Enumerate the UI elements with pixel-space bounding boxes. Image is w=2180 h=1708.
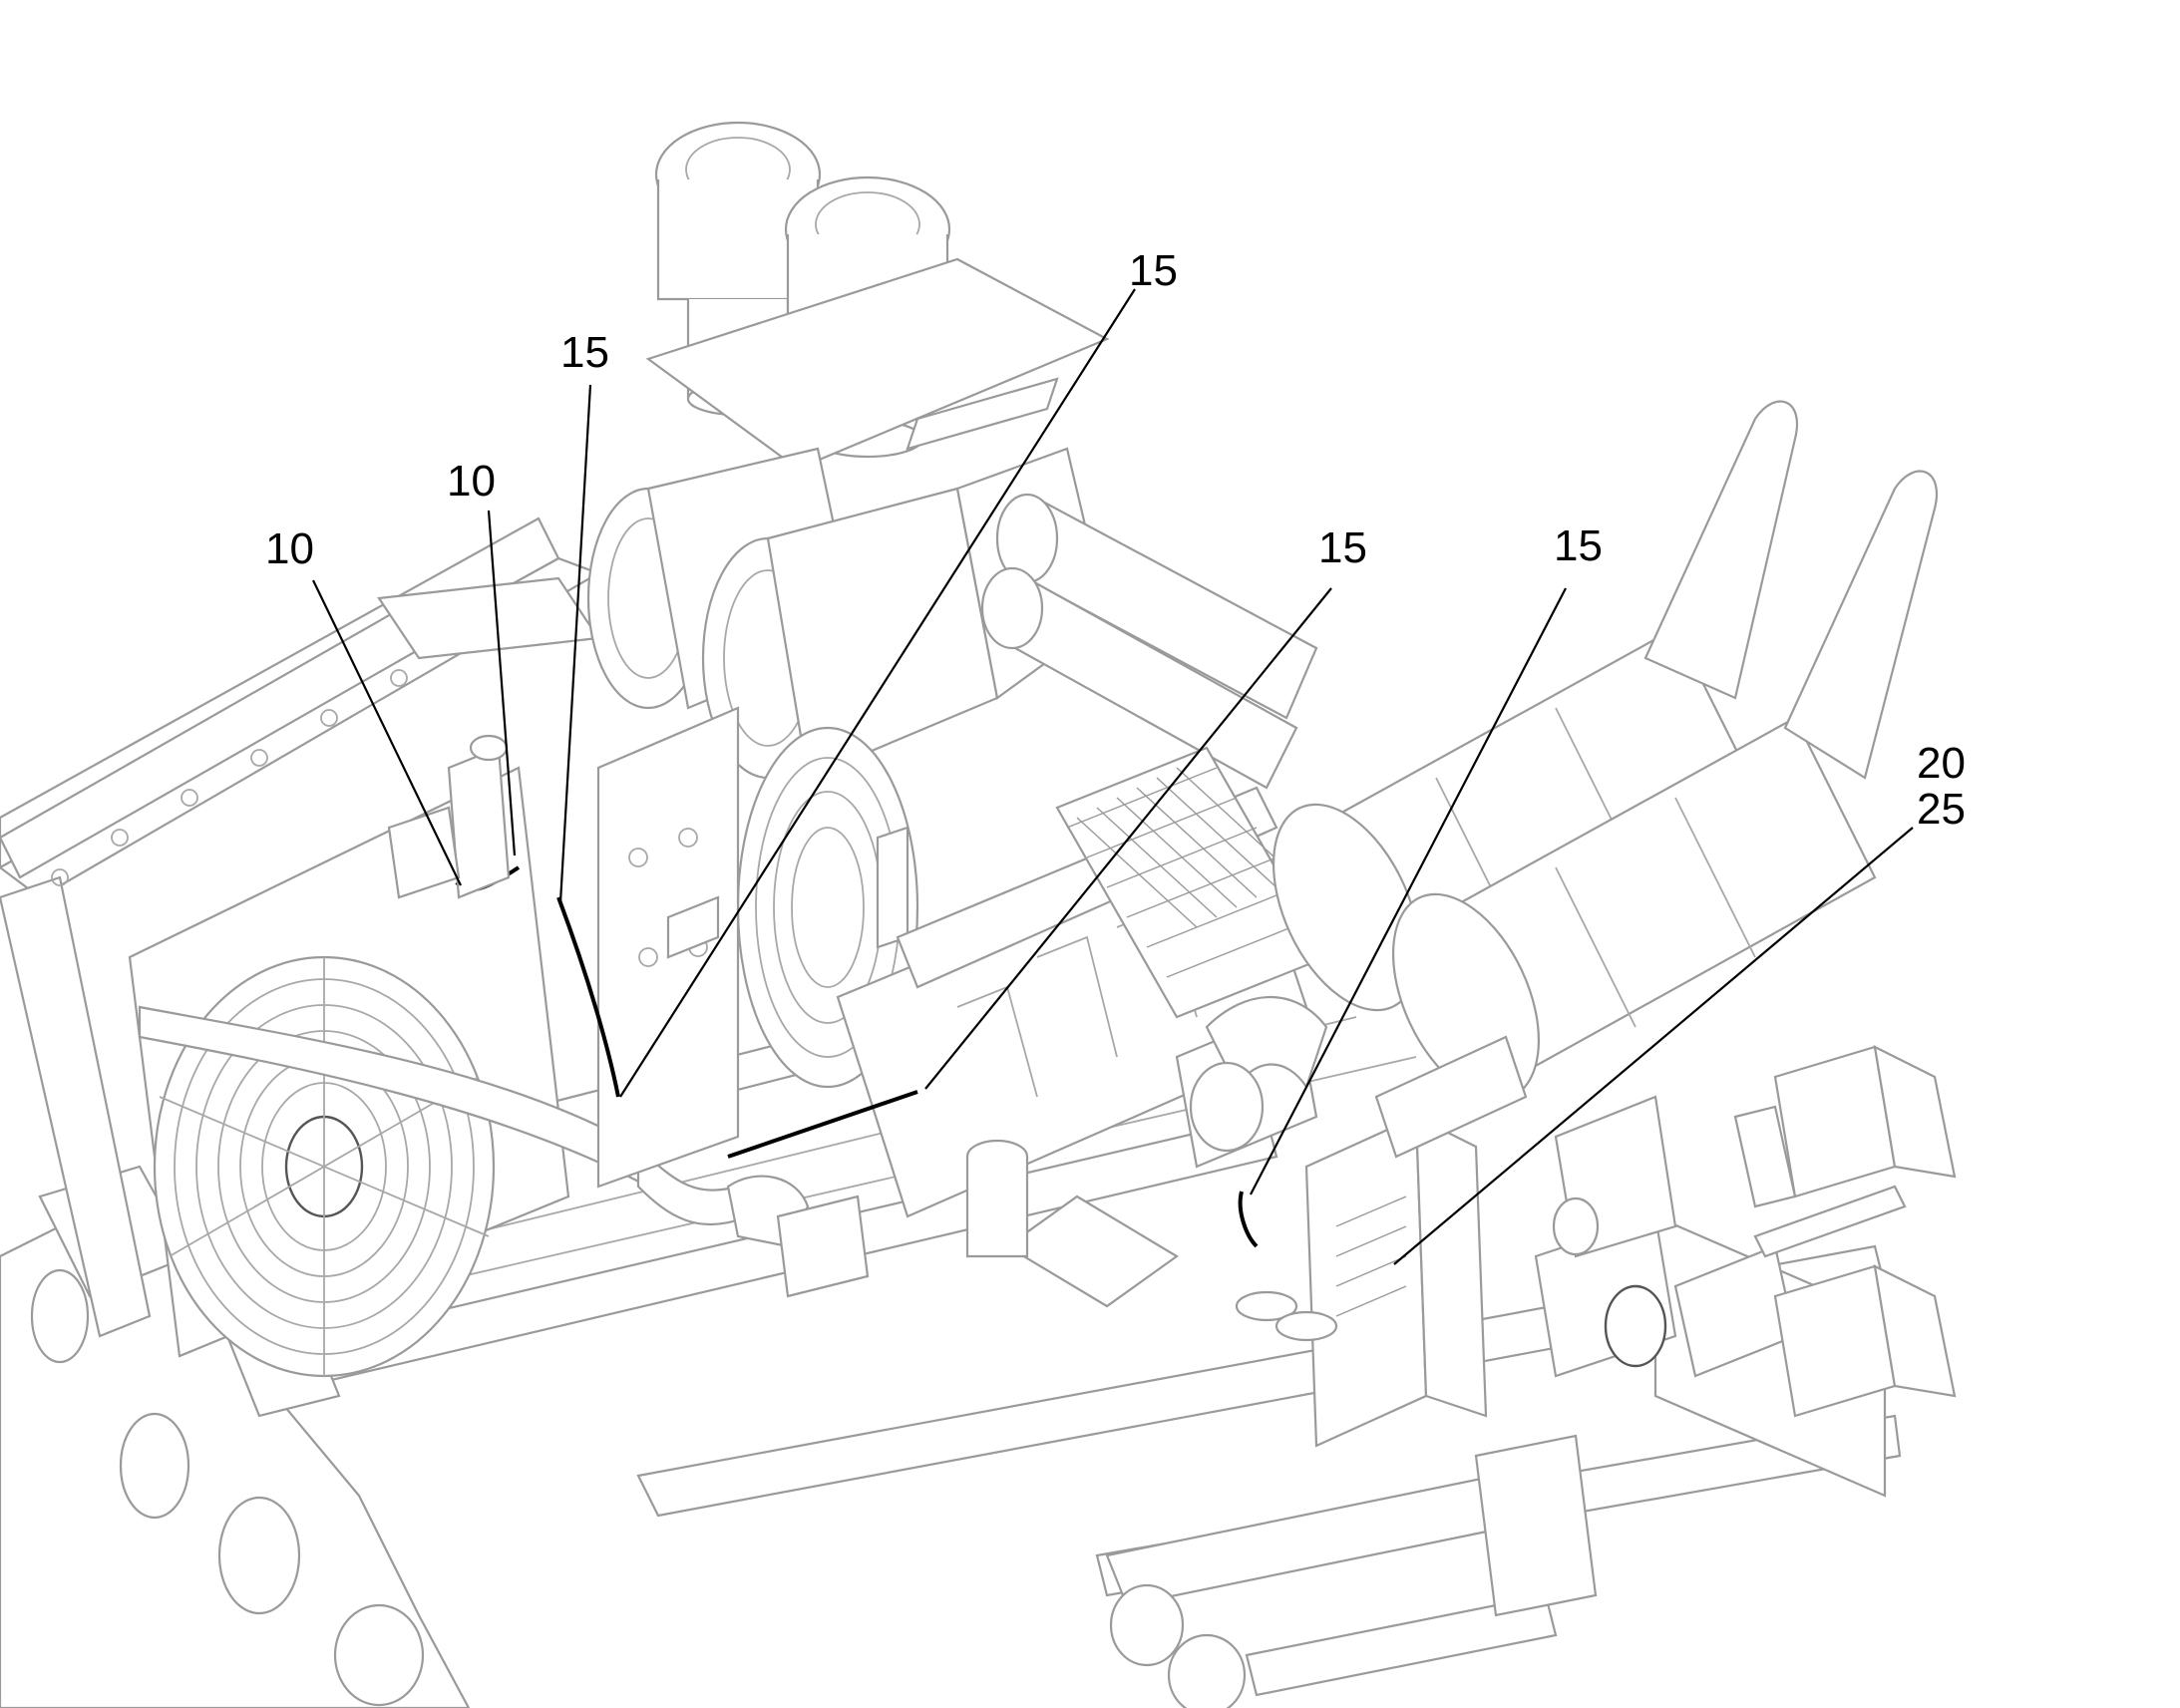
valve-assembly — [387, 734, 511, 899]
upper-frame-left — [0, 576, 600, 1338]
leader-c1 — [312, 579, 462, 886]
callout-10-left: 10 — [265, 524, 314, 573]
turbo-elbow — [1189, 996, 1328, 1153]
leader-c6 — [1250, 587, 1567, 1196]
leader-lines — [312, 288, 1914, 1265]
batteries-lower — [1753, 1185, 1957, 1418]
leader-c5 — [924, 587, 1332, 1090]
callout-25: 25 — [1917, 785, 1966, 834]
intake-pipes — [980, 493, 1318, 790]
leader-c2 — [487, 510, 517, 856]
leader-c7 — [1393, 827, 1914, 1265]
drive-shafts — [1105, 1434, 1598, 1708]
muffler-left — [1272, 400, 1798, 1012]
callout-20: 20 — [1917, 739, 1966, 788]
engine-mounts — [726, 1139, 1338, 1342]
callout-15-top: 15 — [1129, 246, 1178, 295]
callout-15-right: 15 — [1554, 521, 1603, 570]
callout-10-right: 10 — [447, 457, 496, 506]
bulkhead-panel — [596, 706, 740, 1189]
control-cabinet — [1304, 1035, 1528, 1448]
leader-c4 — [619, 288, 1136, 1098]
callout-labels: 10 10 15 15 15 15 20 25 — [265, 246, 1966, 834]
batteries-upper — [1733, 1045, 1957, 1208]
leader-c3 — [558, 384, 592, 903]
hydraulic-pumps — [1534, 1095, 1797, 1378]
air-cleaner-plate — [645, 257, 1110, 471]
callout-15-middle: 15 — [1318, 523, 1367, 572]
callout-15-upper-left: 15 — [560, 328, 609, 377]
